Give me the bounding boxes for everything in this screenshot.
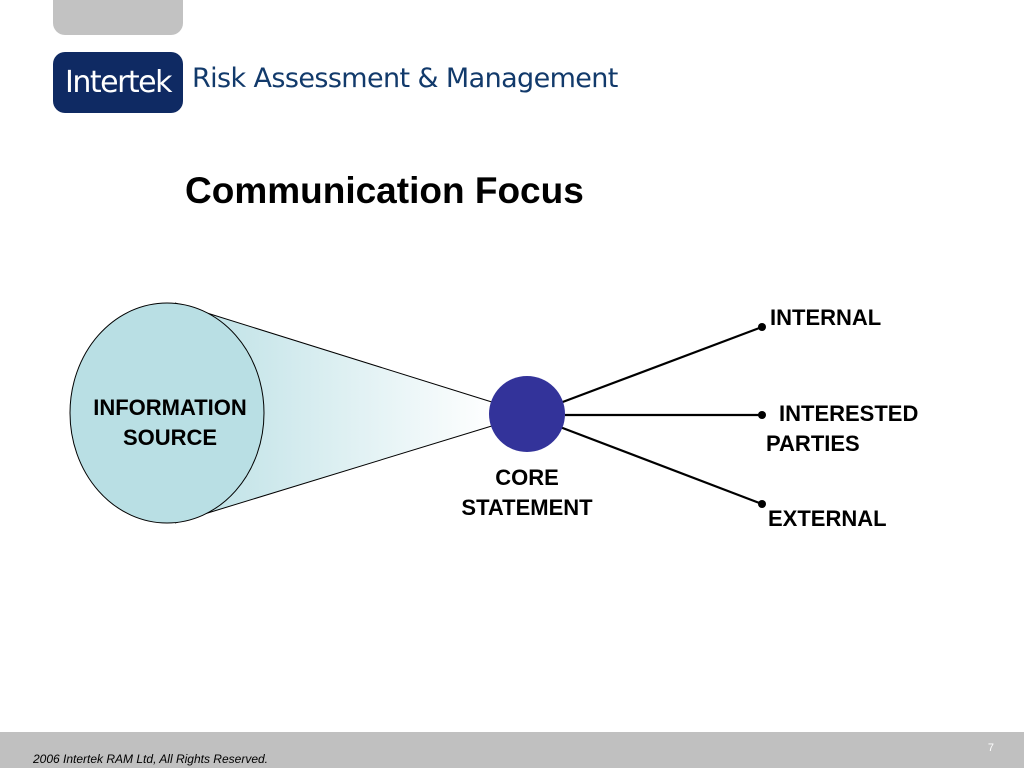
interested-line2: PARTIES — [766, 431, 860, 456]
intertek-logo: Intertek — [53, 52, 183, 113]
connector-external — [559, 425, 763, 506]
information-source-circle — [69, 302, 265, 524]
core-statement-circle — [489, 376, 565, 452]
source-line2: SOURCE — [122, 425, 218, 450]
brand-text: Risk Assessment & Management — [192, 63, 618, 94]
slide-title: Communication Focus — [185, 170, 584, 211]
source-line1: INFORMATION — [93, 395, 247, 420]
beam-top-edge — [174, 302, 496, 404]
page-number: 7 — [987, 742, 994, 754]
core-line2: STATEMENT — [461, 495, 593, 520]
target-internal-label: INTERNAL — [770, 305, 882, 330]
information-source-label: INFORMATION SOURCE — [70, 393, 270, 453]
focus-beam — [175, 303, 495, 523]
core-statement-label: CORE STATEMENT — [427, 463, 627, 523]
beam-bottom-edge — [174, 424, 496, 524]
endpoint-internal — [758, 323, 766, 331]
top-decorative-tab — [53, 0, 183, 35]
core-line1: CORE — [495, 465, 559, 490]
target-external-label: EXTERNAL — [768, 506, 887, 531]
logo-text: Intertek — [64, 65, 173, 100]
connector-internal — [559, 325, 763, 405]
footer-bar: 2006 Intertek RAM Ltd, All Rights Reserv… — [0, 732, 1024, 768]
endpoint-interested — [758, 411, 766, 419]
endpoint-external — [758, 500, 766, 508]
interested-line1: INTERESTED — [779, 401, 919, 426]
copyright-text: 2006 Intertek RAM Ltd, All Rights Reserv… — [33, 752, 268, 766]
target-interested-parties-label: INTERESTED PARTIES — [766, 399, 918, 459]
